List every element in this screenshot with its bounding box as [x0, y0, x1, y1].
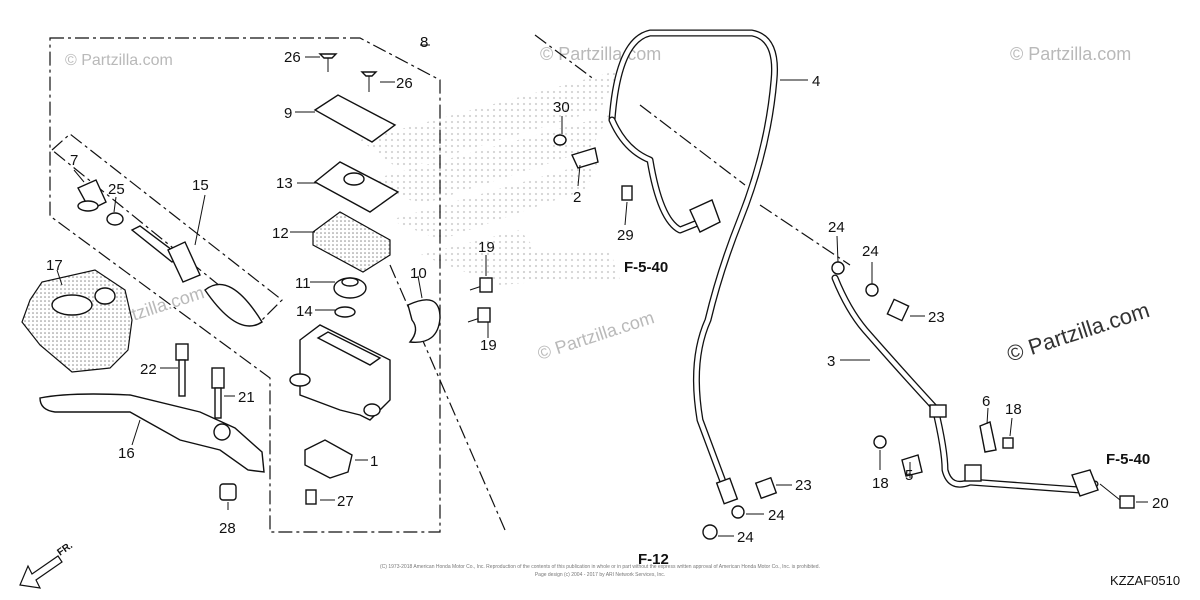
part-3-brake-hose: [831, 274, 1099, 497]
part-18-bolts: [873, 435, 1014, 449]
callout-labels: 1 2 3 4 5 6 7 8 9 10 11 12 13 14 15 16 1…: [46, 34, 1169, 546]
part-10-holder: [407, 299, 441, 343]
watermark: © Partzilla.com: [1010, 44, 1131, 64]
part-21-nut: [211, 367, 225, 419]
part-14-oring: [334, 306, 356, 318]
callout-23a: 23: [928, 309, 945, 326]
callout-25: 25: [108, 181, 125, 198]
part-1-stop-switch: [304, 439, 353, 479]
diagram-code: KZZAF0510: [1110, 573, 1180, 588]
callout-26b: 26: [396, 75, 413, 92]
callout-14: 14: [296, 303, 313, 320]
part-27-screw: [305, 489, 317, 505]
callout-8: 8: [420, 34, 428, 51]
part-23-bolts: [754, 298, 910, 500]
part-28-rubber: [219, 483, 237, 501]
callout-7: 7: [70, 152, 78, 169]
part-4-brake-hose: [608, 29, 779, 505]
part-2-clamp: [571, 147, 599, 169]
page-design-line: Page design (c) 2004 - 2017 by ARI Netwo…: [535, 572, 665, 578]
callout-28: 28: [219, 520, 236, 537]
callout-1: 1: [370, 453, 378, 470]
callout-4: 4: [812, 73, 820, 90]
callout-11: 11: [295, 275, 311, 292]
callout-5: 5: [905, 467, 913, 484]
copyright-line: (C) 1973-2018 American Honda Motor Co., …: [380, 564, 820, 570]
part-30-bolt: [553, 134, 567, 146]
callout-13: 13: [276, 175, 293, 192]
callout-24a: 24: [828, 219, 845, 236]
watermark: © Partzilla.com: [65, 52, 173, 69]
callout-24b: 24: [862, 243, 879, 260]
callout-26a: 26: [284, 49, 301, 66]
callout-24d: 24: [737, 529, 754, 546]
part-5-clamp: [901, 454, 923, 477]
ref-label-left: F-5-40: [624, 259, 668, 276]
callout-10: 10: [410, 265, 427, 282]
part-22-pivot-bolt: [175, 343, 189, 397]
callout-15: 15: [192, 177, 209, 194]
callout-27: 27: [337, 493, 354, 510]
callout-22: 22: [140, 361, 157, 378]
part-13-plate: [313, 161, 400, 213]
part-17-reservoir-cover: [21, 269, 133, 373]
part-19-bolt: [467, 277, 493, 323]
callout-19a: 19: [478, 239, 495, 256]
part-9-reservoir-cap: [313, 94, 397, 143]
part-26-screw: [318, 53, 378, 92]
part-24-washers: [702, 261, 879, 540]
callout-17: 17: [46, 257, 63, 274]
honda-wing-graphic: [360, 70, 620, 285]
callout-21: 21: [238, 389, 255, 406]
part-6-clamp: [979, 421, 997, 453]
callout-2: 2: [573, 189, 581, 206]
watermark: © Partzilla.com: [1004, 297, 1153, 367]
callout-3: 3: [827, 353, 835, 370]
master-cylinder-body: [289, 324, 391, 421]
ref-label-bottom: F-12: [638, 551, 669, 568]
callout-16: 16: [118, 445, 135, 462]
leader-lines: [56, 44, 1148, 537]
callout-6: 6: [982, 393, 990, 410]
part-11-float: [333, 277, 367, 299]
callout-23b: 23: [795, 477, 812, 494]
part-20-bolt: [1119, 495, 1135, 509]
callout-29: 29: [617, 227, 634, 244]
callout-24c: 24: [768, 507, 785, 524]
part-12-diaphragm: [312, 211, 391, 273]
callout-12: 12: [272, 225, 289, 242]
callout-20: 20: [1152, 495, 1169, 512]
watermark: © Partzilla.com: [535, 307, 657, 364]
part-29-bolt: [621, 185, 633, 201]
callout-9: 9: [284, 105, 292, 122]
watermark: © Partzilla.com: [540, 44, 661, 64]
callout-19b: 19: [480, 337, 497, 354]
part-7-boot: [77, 179, 107, 212]
part-25-circlip: [106, 212, 124, 226]
callout-18a: 18: [872, 475, 889, 492]
ref-label-right: F-5-40: [1106, 451, 1150, 468]
part-16-brake-lever: [39, 393, 265, 473]
callout-18b: 18: [1005, 401, 1022, 418]
part-15-piston-kit: [130, 225, 263, 327]
master-cylinder-frame: [49, 34, 851, 533]
callout-30: 30: [553, 99, 570, 116]
front-direction-arrow: FR.: [19, 540, 75, 589]
